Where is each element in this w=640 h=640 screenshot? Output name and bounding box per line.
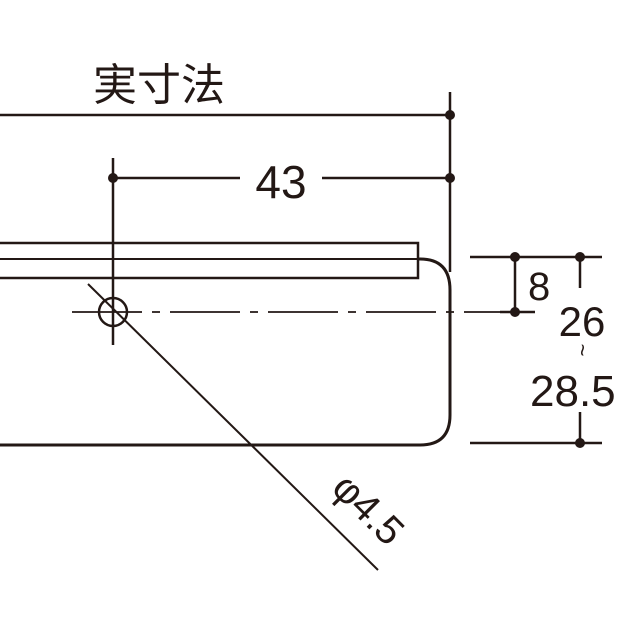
mounting-hole <box>97 296 129 328</box>
dimension-dots <box>108 110 585 448</box>
actual-size-label: 実寸法 <box>93 61 225 110</box>
range-separator: ~ <box>570 344 595 357</box>
height-min-label: 26 <box>559 298 606 345</box>
hole-leader-line <box>87 283 379 571</box>
hole-diameter-label: φ4.5 <box>324 465 413 554</box>
height-max-label: 28.5 <box>530 367 616 416</box>
offset-dim-label: 8 <box>528 265 550 309</box>
bracket-body <box>0 257 452 447</box>
top-rail <box>0 241 420 280</box>
width-dim-label: 43 <box>255 156 306 208</box>
